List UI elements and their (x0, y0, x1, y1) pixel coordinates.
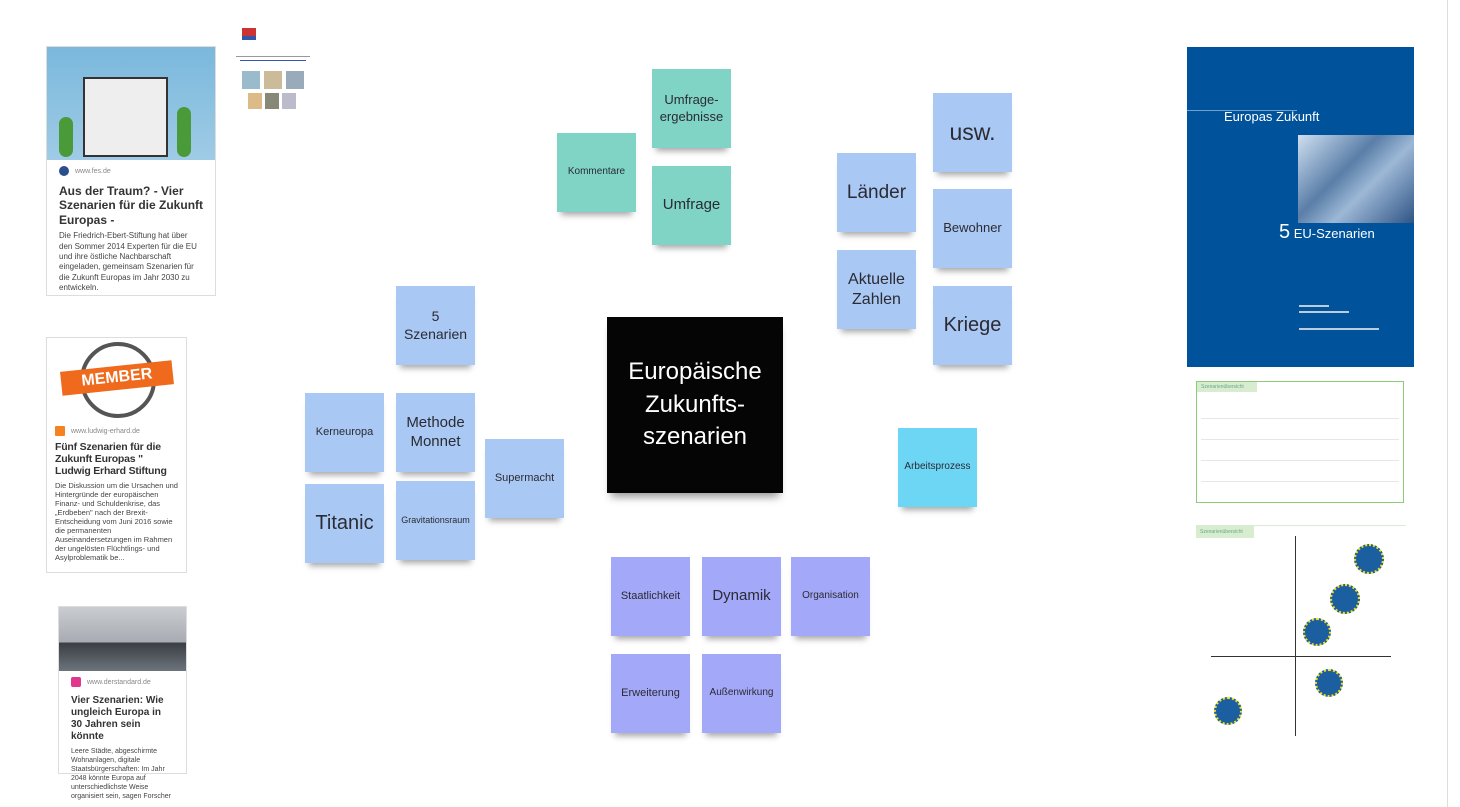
ludwig-erhard-logo-icon (55, 426, 65, 436)
scrollbar-track[interactable] (1447, 0, 1448, 807)
scenario-chart-image[interactable]: Szenarienübersicht (1196, 525, 1406, 765)
sticky-staatlichkeit[interactable]: Staatlichkeit (611, 557, 690, 636)
sticky-kriege[interactable]: Kriege (933, 286, 1012, 365)
book-cover-image[interactable]: Europas Zukunft 5 EU-Szenarien (1187, 47, 1414, 367)
sticky-aussenwirkung[interactable]: Außenwirkung (702, 654, 781, 733)
sticky-laender[interactable]: Länder (837, 153, 916, 232)
sticky-5-szenarien[interactable]: 5 Szenarien (396, 286, 475, 365)
sticky-erweiterung[interactable]: Erweiterung (611, 654, 690, 733)
member-badge-image: MEMBER (55, 338, 178, 422)
card-description: Die Friedrich-Ebert-Stiftung hat über de… (59, 231, 197, 293)
sticky-dynamik[interactable]: Dynamik (702, 557, 781, 636)
sticky-organisation[interactable]: Organisation (791, 557, 870, 636)
building-photo (1298, 135, 1414, 223)
fes-logo-icon (59, 166, 69, 176)
card-title[interactable]: Vier Szenarien: Wie ungleich Europa in 3… (71, 695, 164, 742)
eu-circle-icon (1354, 544, 1384, 574)
card-source: www.fes.de (75, 167, 111, 175)
eu-circle-icon (1303, 618, 1331, 646)
link-card-fes[interactable]: www.fes.de Aus der Traum? - Vier Szenari… (46, 46, 216, 296)
link-card-ludwig-erhard[interactable]: MEMBER www.ludwig-erhard.de Fünf Szenari… (46, 337, 187, 573)
document-thumbnail[interactable] (236, 28, 310, 124)
card-description: Leere Städte, abgeschirmte Wohnanlagen, … (71, 748, 171, 801)
sticky-bewohner[interactable]: Bewohner (933, 189, 1012, 268)
scenario-table-image[interactable]: Szenarienübersicht (1196, 381, 1404, 503)
sticky-titanic[interactable]: Titanic (305, 484, 384, 563)
card-description: Die Diskussion um die Ursachen und Hinte… (55, 481, 178, 563)
card-title[interactable]: Aus der Traum? - Vier Szenarien für die … (59, 184, 204, 227)
card-illustration (47, 47, 215, 160)
sticky-supermacht[interactable]: Supermacht (485, 439, 564, 518)
card-title[interactable]: Fünf Szenarien für die Zukunft Europas "… (55, 441, 167, 478)
sticky-methode-monnet[interactable]: Methode Monnet (396, 393, 475, 472)
eu-circle-icon (1330, 584, 1360, 614)
sticky-arbeitsprozess[interactable]: Arbeitsprozess (898, 428, 977, 507)
sticky-gravitationsraum[interactable]: Gravitationsraum (396, 481, 475, 560)
card-photo (59, 607, 186, 671)
link-card-derstandard[interactable]: www.derstandard.de Vier Szenarien: Wie u… (58, 606, 187, 800)
eu-circle-icon (1315, 669, 1343, 697)
sticky-aktuelle-zahlen[interactable]: Aktuelle Zahlen (837, 250, 916, 329)
sticky-umfrage[interactable]: Umfrage (652, 166, 731, 245)
sticky-kerneuropa[interactable]: Kerneuropa (305, 393, 384, 472)
eu-circle-icon (1214, 697, 1242, 725)
sticky-umfrageergebnisse[interactable]: Umfrage-ergebnisse (652, 69, 731, 148)
card-source: www.ludwig-erhard.de (71, 427, 140, 435)
sticky-usw[interactable]: usw. (933, 93, 1012, 172)
card-source: www.derstandard.de (87, 678, 151, 686)
derstandard-logo-icon (71, 677, 81, 687)
sticky-kommentare[interactable]: Kommentare (557, 133, 636, 212)
